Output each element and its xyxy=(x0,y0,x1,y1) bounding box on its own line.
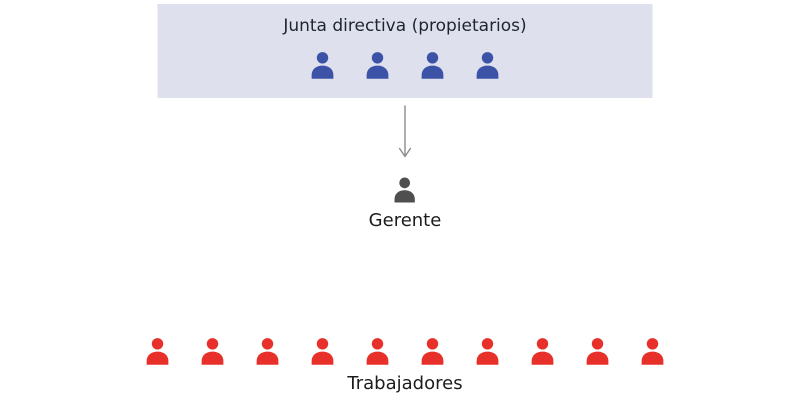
person-icon xyxy=(586,338,609,365)
board-box: Junta directiva (propietarios) xyxy=(157,4,653,98)
manager-node: Gerente xyxy=(368,176,442,231)
person-icon xyxy=(531,338,554,365)
person-icon xyxy=(421,52,444,79)
person-icon xyxy=(311,52,334,79)
down-arrow-icon xyxy=(398,105,412,158)
person-icon xyxy=(641,338,664,365)
workers-row xyxy=(143,337,668,368)
person-icon xyxy=(146,338,169,365)
workers-label: Trabajadores xyxy=(347,373,463,394)
person-icon xyxy=(476,338,499,365)
board-members-row xyxy=(158,51,653,82)
person-icon xyxy=(201,338,224,365)
person-icon xyxy=(476,52,499,79)
board-title: Junta directiva (propietarios) xyxy=(283,16,527,36)
person-icon xyxy=(256,338,279,365)
person-icon xyxy=(311,338,334,365)
person-icon xyxy=(394,177,416,203)
manager-label: Gerente xyxy=(368,210,442,231)
person-icon xyxy=(366,52,389,79)
person-icon xyxy=(421,338,444,365)
person-icon xyxy=(366,338,389,365)
